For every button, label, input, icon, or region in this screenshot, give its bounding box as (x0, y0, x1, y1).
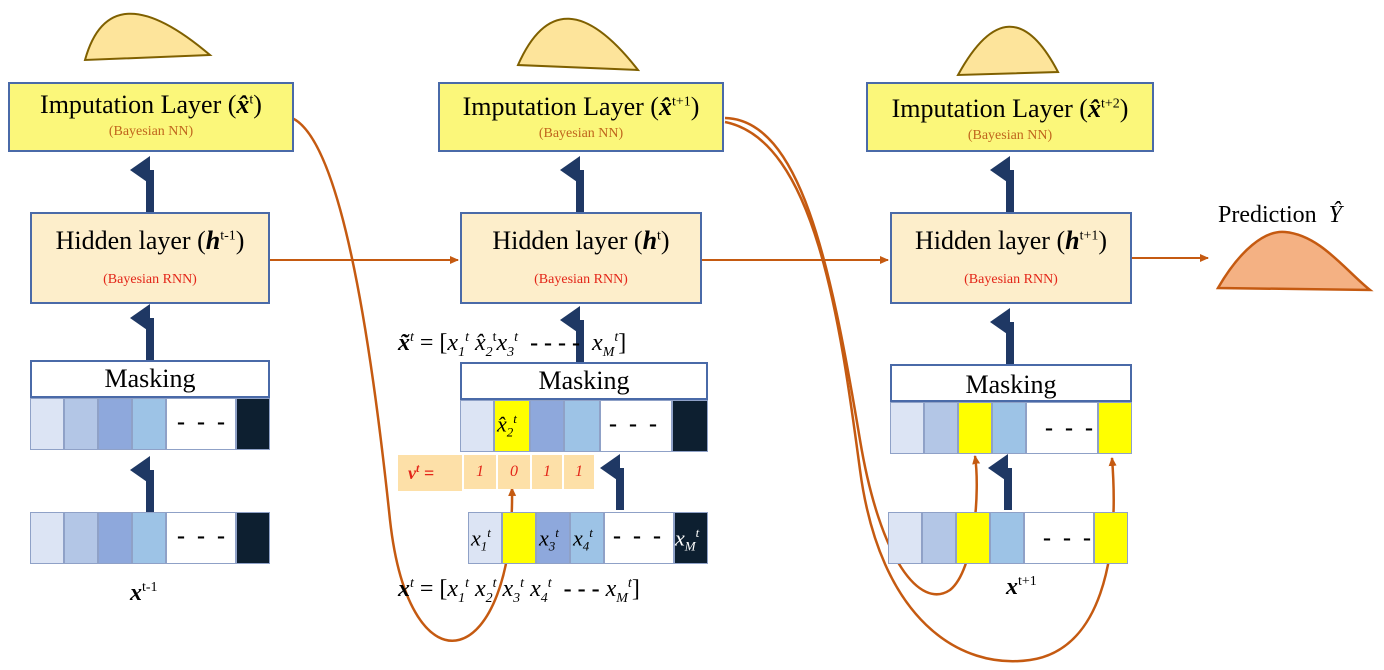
imputed-cell (1098, 402, 1132, 454)
masking-layer-2: Masking (460, 362, 708, 400)
vector-cell (890, 402, 924, 454)
ellipsis-dashes: - - - (1045, 415, 1096, 441)
feedback-curve-2b (724, 120, 1117, 663)
vector-cell (888, 512, 922, 564)
imputation-layer-3: Imputation Layer (x̂t+2) (Bayesian NN) (866, 82, 1154, 152)
vector-cell (64, 398, 98, 450)
hidden-layer-1-subtitle: (Bayesian RNN) (103, 272, 197, 287)
prediction-label: Prediction Ŷ (1218, 202, 1343, 228)
input-cell-label: x4t (573, 525, 593, 554)
imputation-layer-2-subtitle: (Bayesian NN) (538, 126, 624, 141)
vector-cell (922, 512, 956, 564)
vector-cell (98, 398, 132, 450)
vector-cell: x1t (468, 512, 502, 564)
imputation-layer-1-subtitle: (Bayesian NN) (108, 124, 194, 139)
hidden-layer-1-title: Hidden layer (ht-1) (55, 226, 245, 255)
distribution-curve-3 (956, 25, 1060, 77)
mask-value: 1 (562, 455, 594, 489)
ellipsis-dashes: - - - (613, 523, 664, 549)
vector-cell-ellipsis: - - - (604, 512, 674, 564)
missing-cell (502, 512, 536, 564)
vector-cell (132, 512, 166, 564)
ellipsis-dashes: - - - (177, 523, 228, 549)
imputation-layer-1-title: Imputation Layer (x̂t) (40, 90, 262, 119)
input-equation: xt = [x1t x2t x3t x4t - - - xMt] (398, 576, 640, 606)
vector-cell: x4t (570, 512, 604, 564)
vector-cell (98, 512, 132, 564)
distribution-curve-1 (83, 12, 213, 62)
vector-cell-ellipsis: - - - (1024, 512, 1094, 564)
vector-cell-last: xMt (674, 512, 708, 564)
imputed-cell: x̂2t (494, 400, 530, 452)
input-cell-label: x3t (539, 525, 559, 554)
vector-cell (132, 398, 166, 450)
hidden-layer-3-title: Hidden layer (ht+1) (914, 226, 1108, 255)
vector-cell-last (236, 398, 270, 450)
imputation-layer-3-title: Imputation Layer (x̂t+2) (891, 94, 1129, 123)
hidden-layer-2-title: Hidden layer (ht) (492, 226, 670, 255)
vector-cell-ellipsis: - - - (1026, 402, 1098, 454)
vector-cell-last (236, 512, 270, 564)
mask-vector-label-box: vt = (398, 455, 462, 491)
vector-cell (924, 402, 958, 454)
hidden-layer-1: Hidden layer (ht-1) (Bayesian RNN) (30, 212, 270, 304)
masking-layer-1-label: Masking (104, 364, 196, 393)
vector-cell-ellipsis: - - - (166, 398, 236, 450)
hidden-layer-2-subtitle: (Bayesian RNN) (534, 272, 628, 287)
vector-cell-last (672, 400, 708, 452)
vector-cell (30, 512, 64, 564)
vector-cell: x3t (536, 512, 570, 564)
missing-cell (1094, 512, 1128, 564)
vector-cell (30, 398, 64, 450)
ellipsis-dashes: - - - (609, 411, 660, 437)
vector-cell (530, 400, 564, 452)
input-label-3: xt+1 (1006, 574, 1037, 600)
input-cell-label: xMt (675, 525, 700, 554)
input-cell-label: x1t (471, 525, 491, 554)
ellipsis-dashes: - - - (1043, 525, 1094, 551)
vector-cell (564, 400, 600, 452)
vector-cell (460, 400, 494, 452)
vector-cell (992, 402, 1026, 454)
feedback-curve-1 (291, 116, 517, 642)
masking-layer-1: Masking (30, 360, 270, 398)
masking-layer-2-label: Masking (538, 366, 630, 395)
mask-value: 1 (462, 455, 496, 489)
imputed-input-equation: x̃t = [x1t x̂2tx3t - - - - xMt] (398, 330, 627, 360)
masking-layer-3-label: Masking (965, 370, 1057, 399)
imputation-layer-3-subtitle: (Bayesian NN) (967, 128, 1053, 143)
hidden-layer-3-subtitle: (Bayesian RNN) (964, 272, 1058, 287)
masking-layer-3: Masking (890, 364, 1132, 402)
imputation-layer-2: Imputation Layer (x̂t+1) (Bayesian NN) (438, 82, 724, 152)
prediction-distribution (1215, 230, 1374, 292)
imputed-cell-label: x̂2t (497, 411, 517, 440)
vector-cell-ellipsis: - - - (166, 512, 236, 564)
imputed-cell (958, 402, 992, 454)
hidden-layer-2: Hidden layer (ht) (Bayesian RNN) (460, 212, 702, 304)
mask-value: 1 (530, 455, 562, 489)
hidden-layer-3: Hidden layer (ht+1) (Bayesian RNN) (890, 212, 1132, 304)
vector-cell (64, 512, 98, 564)
imputation-layer-2-title: Imputation Layer (x̂t+1) (462, 92, 700, 121)
distribution-curve-2 (516, 17, 641, 72)
missing-cell (956, 512, 990, 564)
mask-value: 0 (496, 455, 530, 489)
input-label-1: xt-1 (130, 580, 158, 606)
ellipsis-dashes: - - - (177, 409, 228, 435)
mask-vector-label: vt = (408, 461, 435, 483)
vector-cell (990, 512, 1024, 564)
imputation-layer-1: Imputation Layer (x̂t) (Bayesian NN) (8, 82, 294, 152)
vector-cell-ellipsis: - - - (600, 400, 672, 452)
